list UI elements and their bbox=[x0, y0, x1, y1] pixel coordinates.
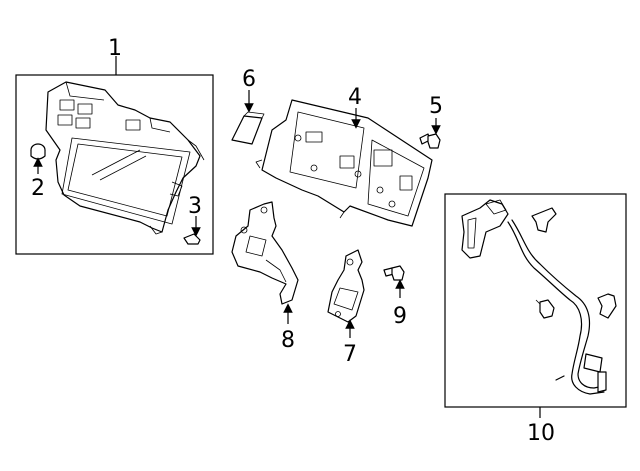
svg-text:10: 10 bbox=[527, 421, 555, 446]
callout-10: 10 bbox=[527, 421, 555, 446]
svg-text:7: 7 bbox=[343, 342, 357, 367]
part-8-bracket[interactable] bbox=[231, 201, 299, 305]
svg-text:4: 4 bbox=[348, 85, 362, 110]
callout-5: 5 bbox=[429, 94, 443, 135]
part-7-bracket[interactable] bbox=[327, 249, 365, 323]
callout-8: 8 bbox=[281, 303, 295, 353]
callout-1: 1 bbox=[108, 36, 122, 61]
svg-text:1: 1 bbox=[108, 36, 122, 61]
part-9-bolt[interactable] bbox=[383, 265, 405, 281]
svg-text:6: 6 bbox=[242, 67, 256, 92]
part-10-harness[interactable] bbox=[461, 199, 617, 395]
svg-text:3: 3 bbox=[188, 194, 202, 219]
group-box-10 bbox=[444, 193, 627, 418]
part-6-clip[interactable] bbox=[231, 111, 265, 145]
callout-6: 6 bbox=[242, 67, 256, 113]
svg-text:2: 2 bbox=[31, 176, 45, 201]
callout-9: 9 bbox=[393, 279, 407, 329]
svg-text:8: 8 bbox=[281, 328, 295, 353]
part-1-display-unit[interactable] bbox=[45, 81, 205, 235]
group-box-1 bbox=[15, 56, 214, 255]
svg-text:5: 5 bbox=[429, 94, 443, 119]
callout-3: 3 bbox=[188, 194, 202, 237]
svg-text:9: 9 bbox=[393, 304, 407, 329]
part-5-bolt[interactable] bbox=[419, 133, 441, 149]
part-3-clip[interactable] bbox=[183, 233, 201, 245]
callout-4: 4 bbox=[348, 85, 362, 129]
part-2-knob[interactable] bbox=[30, 143, 46, 160]
part-4-bracket-plate[interactable] bbox=[255, 99, 433, 227]
callout-7: 7 bbox=[343, 319, 357, 367]
callout-2: 2 bbox=[31, 157, 45, 201]
